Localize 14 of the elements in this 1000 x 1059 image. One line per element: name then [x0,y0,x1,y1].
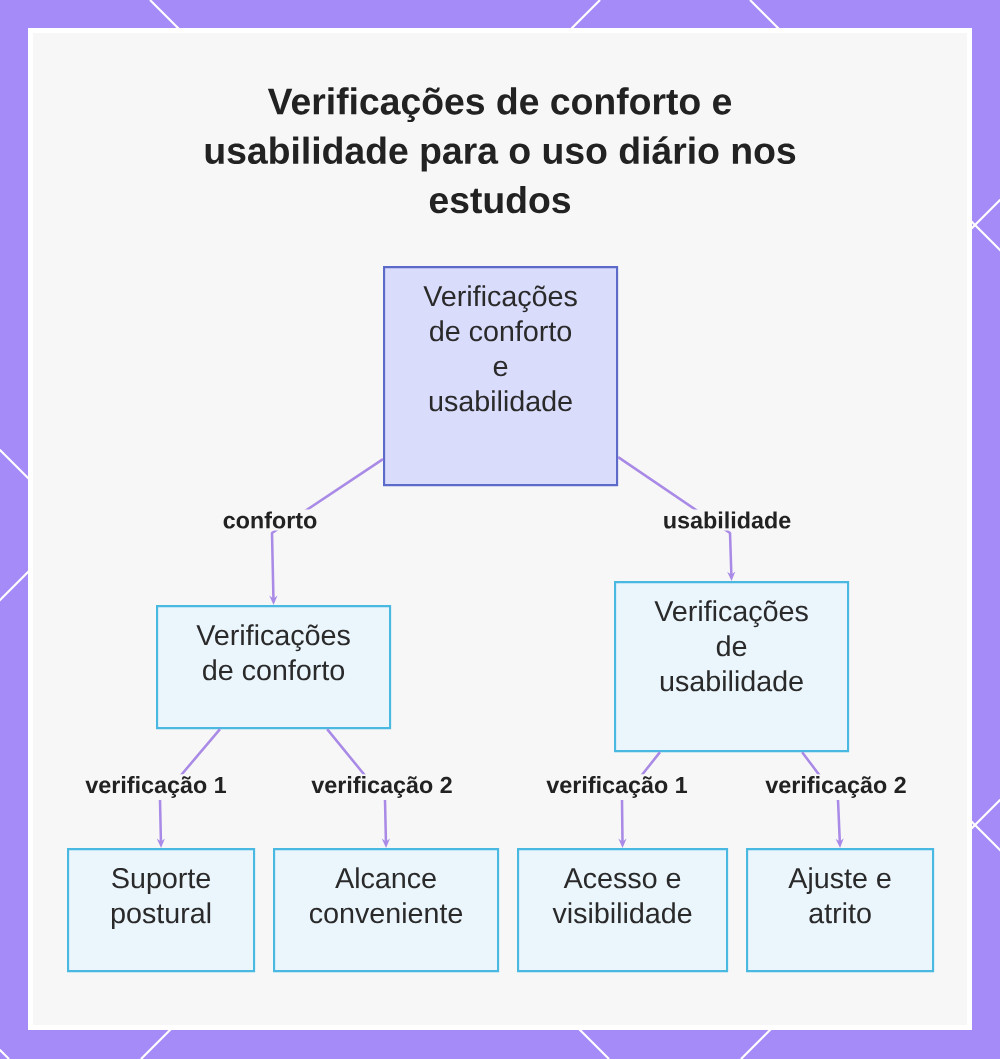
edge-label: verificação 1 [83,774,229,800]
root-box: Verificações de conforto e usabilidade [383,266,619,487]
edge-label: verificação 2 [763,774,909,800]
branch-box: Verificações de conforto [156,605,392,730]
edge-label: conforto [220,509,320,531]
leaf-box: Acesso e visibilidade [517,848,729,973]
title: Verificações de conforto e usabilidade para o uso diário nos estudos [205,87,796,214]
edge-label: verificação 1 [544,774,690,800]
branch-box: Verificações de usabilidade [614,581,850,753]
leaf-box: Ajuste e atrito [746,848,935,973]
edge-label: usabilidade [660,509,794,531]
leaf-box: Alcance conveniente [273,848,500,973]
edge-label: verificação 2 [309,774,455,800]
leaf-box: Suporte postural [67,848,256,973]
